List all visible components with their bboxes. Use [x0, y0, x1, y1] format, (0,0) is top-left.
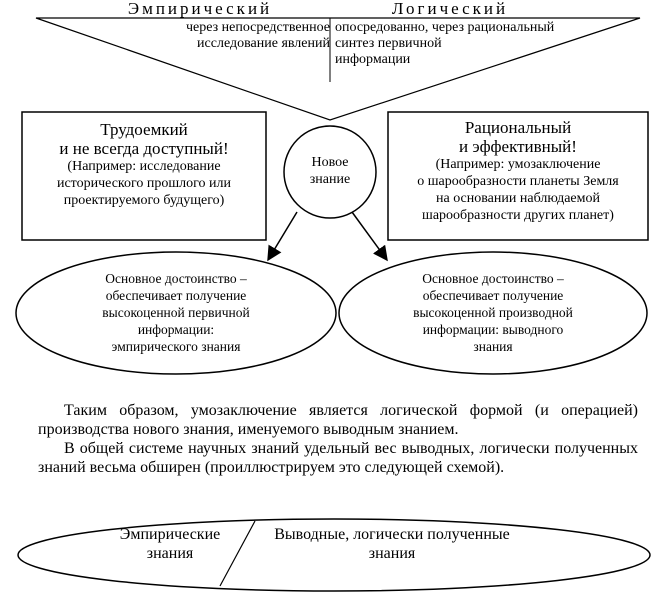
paragraph-2: В общей системе научных знаний удельный … — [38, 440, 638, 476]
new-knowledge-circle — [283, 125, 377, 219]
logical-heading: Логический — [391, 0, 509, 18]
arrow-right — [351, 211, 388, 262]
method-triangle — [35, 17, 641, 121]
right-box: Рациональный и эффективный! (Например: у… — [388, 118, 648, 224]
body-text: Таким образом, умозаключение является ло… — [38, 401, 638, 477]
left-box-title-2: и не всегда доступный! — [59, 139, 229, 158]
right-box-example-1: (Например: умозаключение — [435, 157, 601, 172]
arrow-left — [267, 211, 298, 262]
right-ellipse-text: Основное достоинство – обеспечивает полу… — [413, 271, 573, 354]
right-box-example-3: на основании наблюдаемой — [436, 191, 600, 206]
right-box-example-4: шарообразности других планет) — [422, 208, 614, 223]
left-box-example-3: проектируемого будущего) — [63, 193, 225, 208]
left-box-frame — [21, 111, 267, 241]
empirical-description: через непосредственное исследование явле… — [185, 20, 330, 51]
left-ellipse-frame — [15, 251, 337, 375]
right-ellipse-frame — [338, 251, 648, 375]
right-box-title-2: и эффективный! — [459, 137, 577, 156]
paragraph-1: Таким образом, умозаключение является ло… — [38, 402, 638, 438]
empirical-heading: Эмпирический — [127, 0, 273, 18]
bottom-divider — [219, 520, 256, 587]
left-box-title-1: Трудоемкий — [100, 120, 188, 139]
right-box-frame — [387, 111, 649, 241]
left-box: Трудоемкий и не всегда доступный! (Напри… — [22, 120, 266, 209]
bottom-left-text: Эмпирические знания — [119, 526, 221, 562]
left-box-example-2: исторического прошлого или — [56, 176, 232, 191]
left-ellipse-text: Основное достоинство – обеспечивает полу… — [102, 271, 250, 354]
new-knowledge-label: Новое знание — [309, 155, 351, 187]
right-box-title-1: Рациональный — [464, 118, 572, 137]
left-box-example-1: (Например: исследование — [67, 159, 221, 174]
bottom-right-text: Выводные, логически полученные знания — [274, 526, 510, 562]
logical-description: опосредованно, через рациональный синтез… — [335, 20, 555, 67]
right-box-example-2: о шарообразности планеты Земля — [417, 174, 619, 189]
bottom-ellipse-frame — [17, 518, 651, 592]
